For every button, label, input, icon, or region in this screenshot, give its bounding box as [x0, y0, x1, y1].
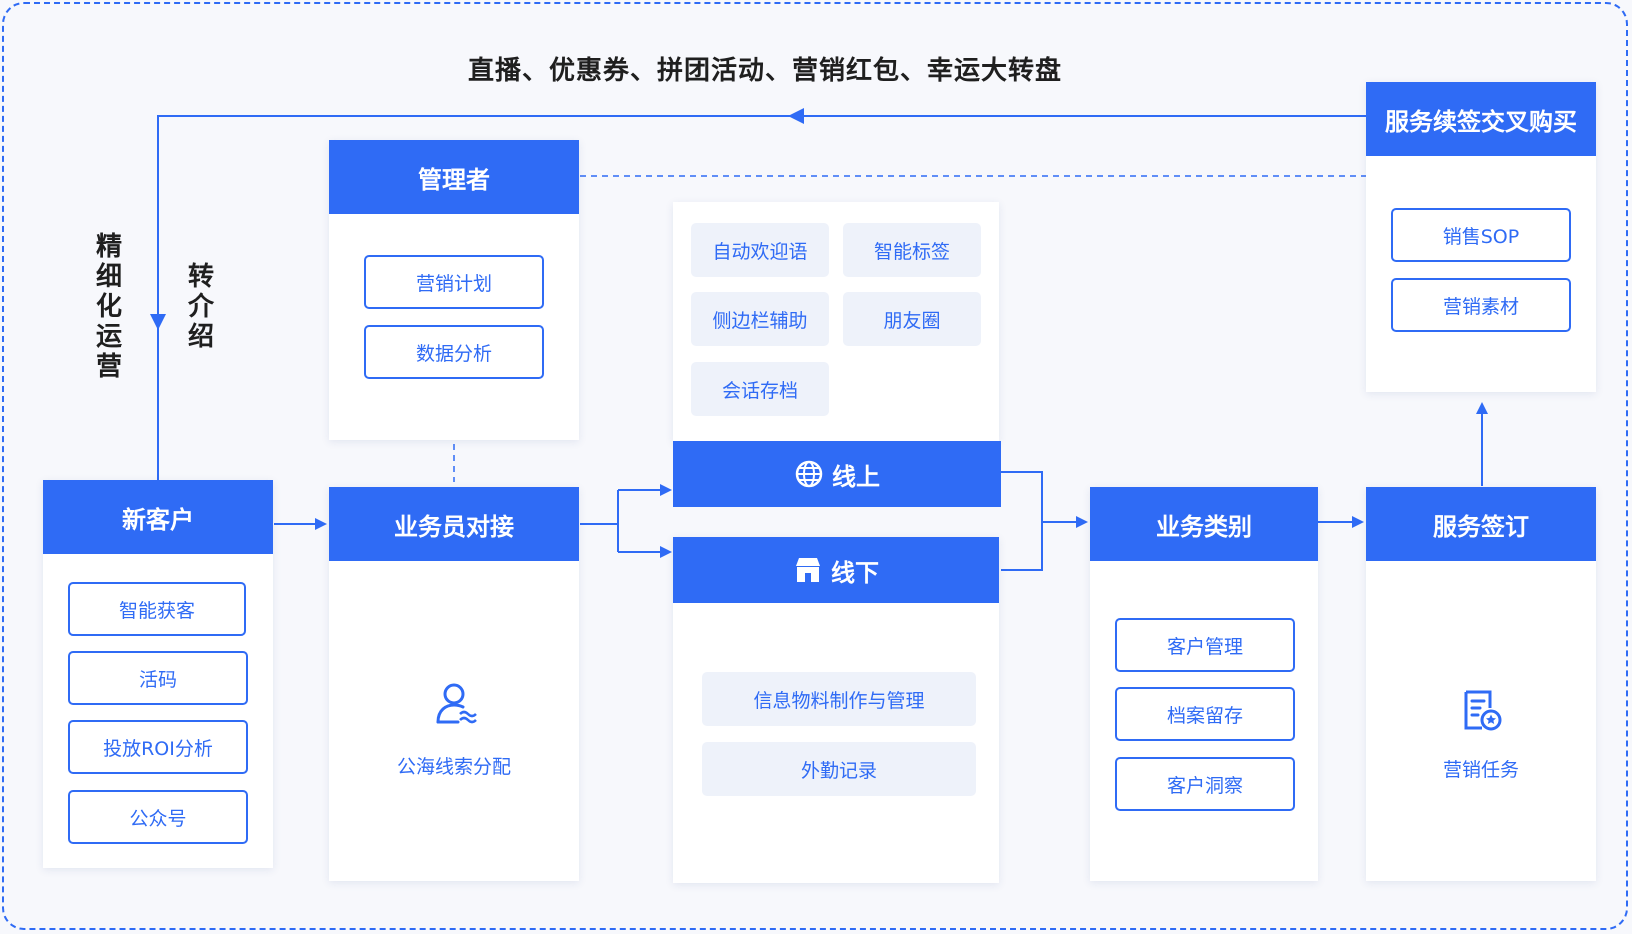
sales-sop-button[interactable]: 销售SOP — [1391, 208, 1571, 262]
service-sign-title: 服务签订 — [1366, 487, 1596, 561]
store-icon — [796, 558, 820, 582]
online-label: 线上 — [832, 462, 880, 491]
business-type-card: 业务类别 — [1090, 487, 1318, 881]
customer-insight-button[interactable]: 客户洞察 — [1115, 757, 1295, 811]
material-management-button[interactable]: 信息物料制作与管理 — [702, 672, 976, 726]
field-record-button[interactable]: 外勤记录 — [702, 742, 976, 796]
vchar: 运 — [95, 322, 122, 352]
offline-bar: 线下 — [673, 537, 999, 603]
sidebar-assist-button[interactable]: 侧边栏辅助 — [691, 292, 829, 346]
manager-title: 管理者 — [329, 140, 579, 214]
moments-button[interactable]: 朋友圈 — [843, 292, 981, 346]
smart-acquisition-button[interactable]: 智能获客 — [68, 582, 246, 636]
online-bar: 线上 — [673, 441, 1001, 507]
live-code-button[interactable]: 活码 — [68, 651, 248, 705]
marketing-task-caption: 营销任务 — [1442, 759, 1519, 781]
referral-label: 转 介 绍 — [184, 262, 218, 352]
task-doc-icon — [1460, 688, 1504, 736]
new-customer-title: 新客户 — [43, 480, 273, 554]
session-archive-button[interactable]: 会话存档 — [691, 362, 829, 416]
archive-retention-button[interactable]: 档案留存 — [1115, 687, 1295, 741]
marketing-material-button[interactable]: 营销素材 — [1391, 278, 1571, 332]
vchar: 介 — [187, 292, 214, 322]
renewal-title: 服务续签交叉购买 — [1366, 82, 1596, 156]
official-account-button[interactable]: 公众号 — [68, 790, 248, 844]
vchar: 营 — [95, 352, 122, 382]
marketing-plan-button[interactable]: 营销计划 — [364, 255, 544, 309]
service-sign-card: 服务签订 — [1366, 487, 1596, 881]
vchar: 精 — [95, 232, 122, 262]
lead-allocation-caption: 公海线索分配 — [396, 756, 511, 778]
vchar: 转 — [187, 262, 214, 292]
globe-icon — [795, 460, 823, 488]
auto-welcome-button[interactable]: 自动欢迎语 — [691, 223, 829, 277]
refined-ops-label: 精 细 化 运 营 — [92, 232, 126, 382]
marketing-banner: 直播、优惠券、拼团活动、营销红包、幸运大转盘 — [467, 56, 1062, 86]
vchar: 细 — [95, 262, 122, 292]
user-assign-icon — [430, 680, 478, 732]
roi-analysis-button[interactable]: 投放ROI分析 — [68, 720, 248, 774]
customer-management-button[interactable]: 客户管理 — [1115, 618, 1295, 672]
business-type-title: 业务类别 — [1090, 487, 1318, 561]
vchar: 绍 — [187, 322, 214, 352]
offline-label: 线下 — [831, 558, 879, 587]
vchar: 化 — [95, 292, 122, 322]
smart-tag-button[interactable]: 智能标签 — [843, 223, 981, 277]
salesperson-title: 业务员对接 — [329, 487, 579, 561]
data-analysis-button[interactable]: 数据分析 — [364, 325, 544, 379]
